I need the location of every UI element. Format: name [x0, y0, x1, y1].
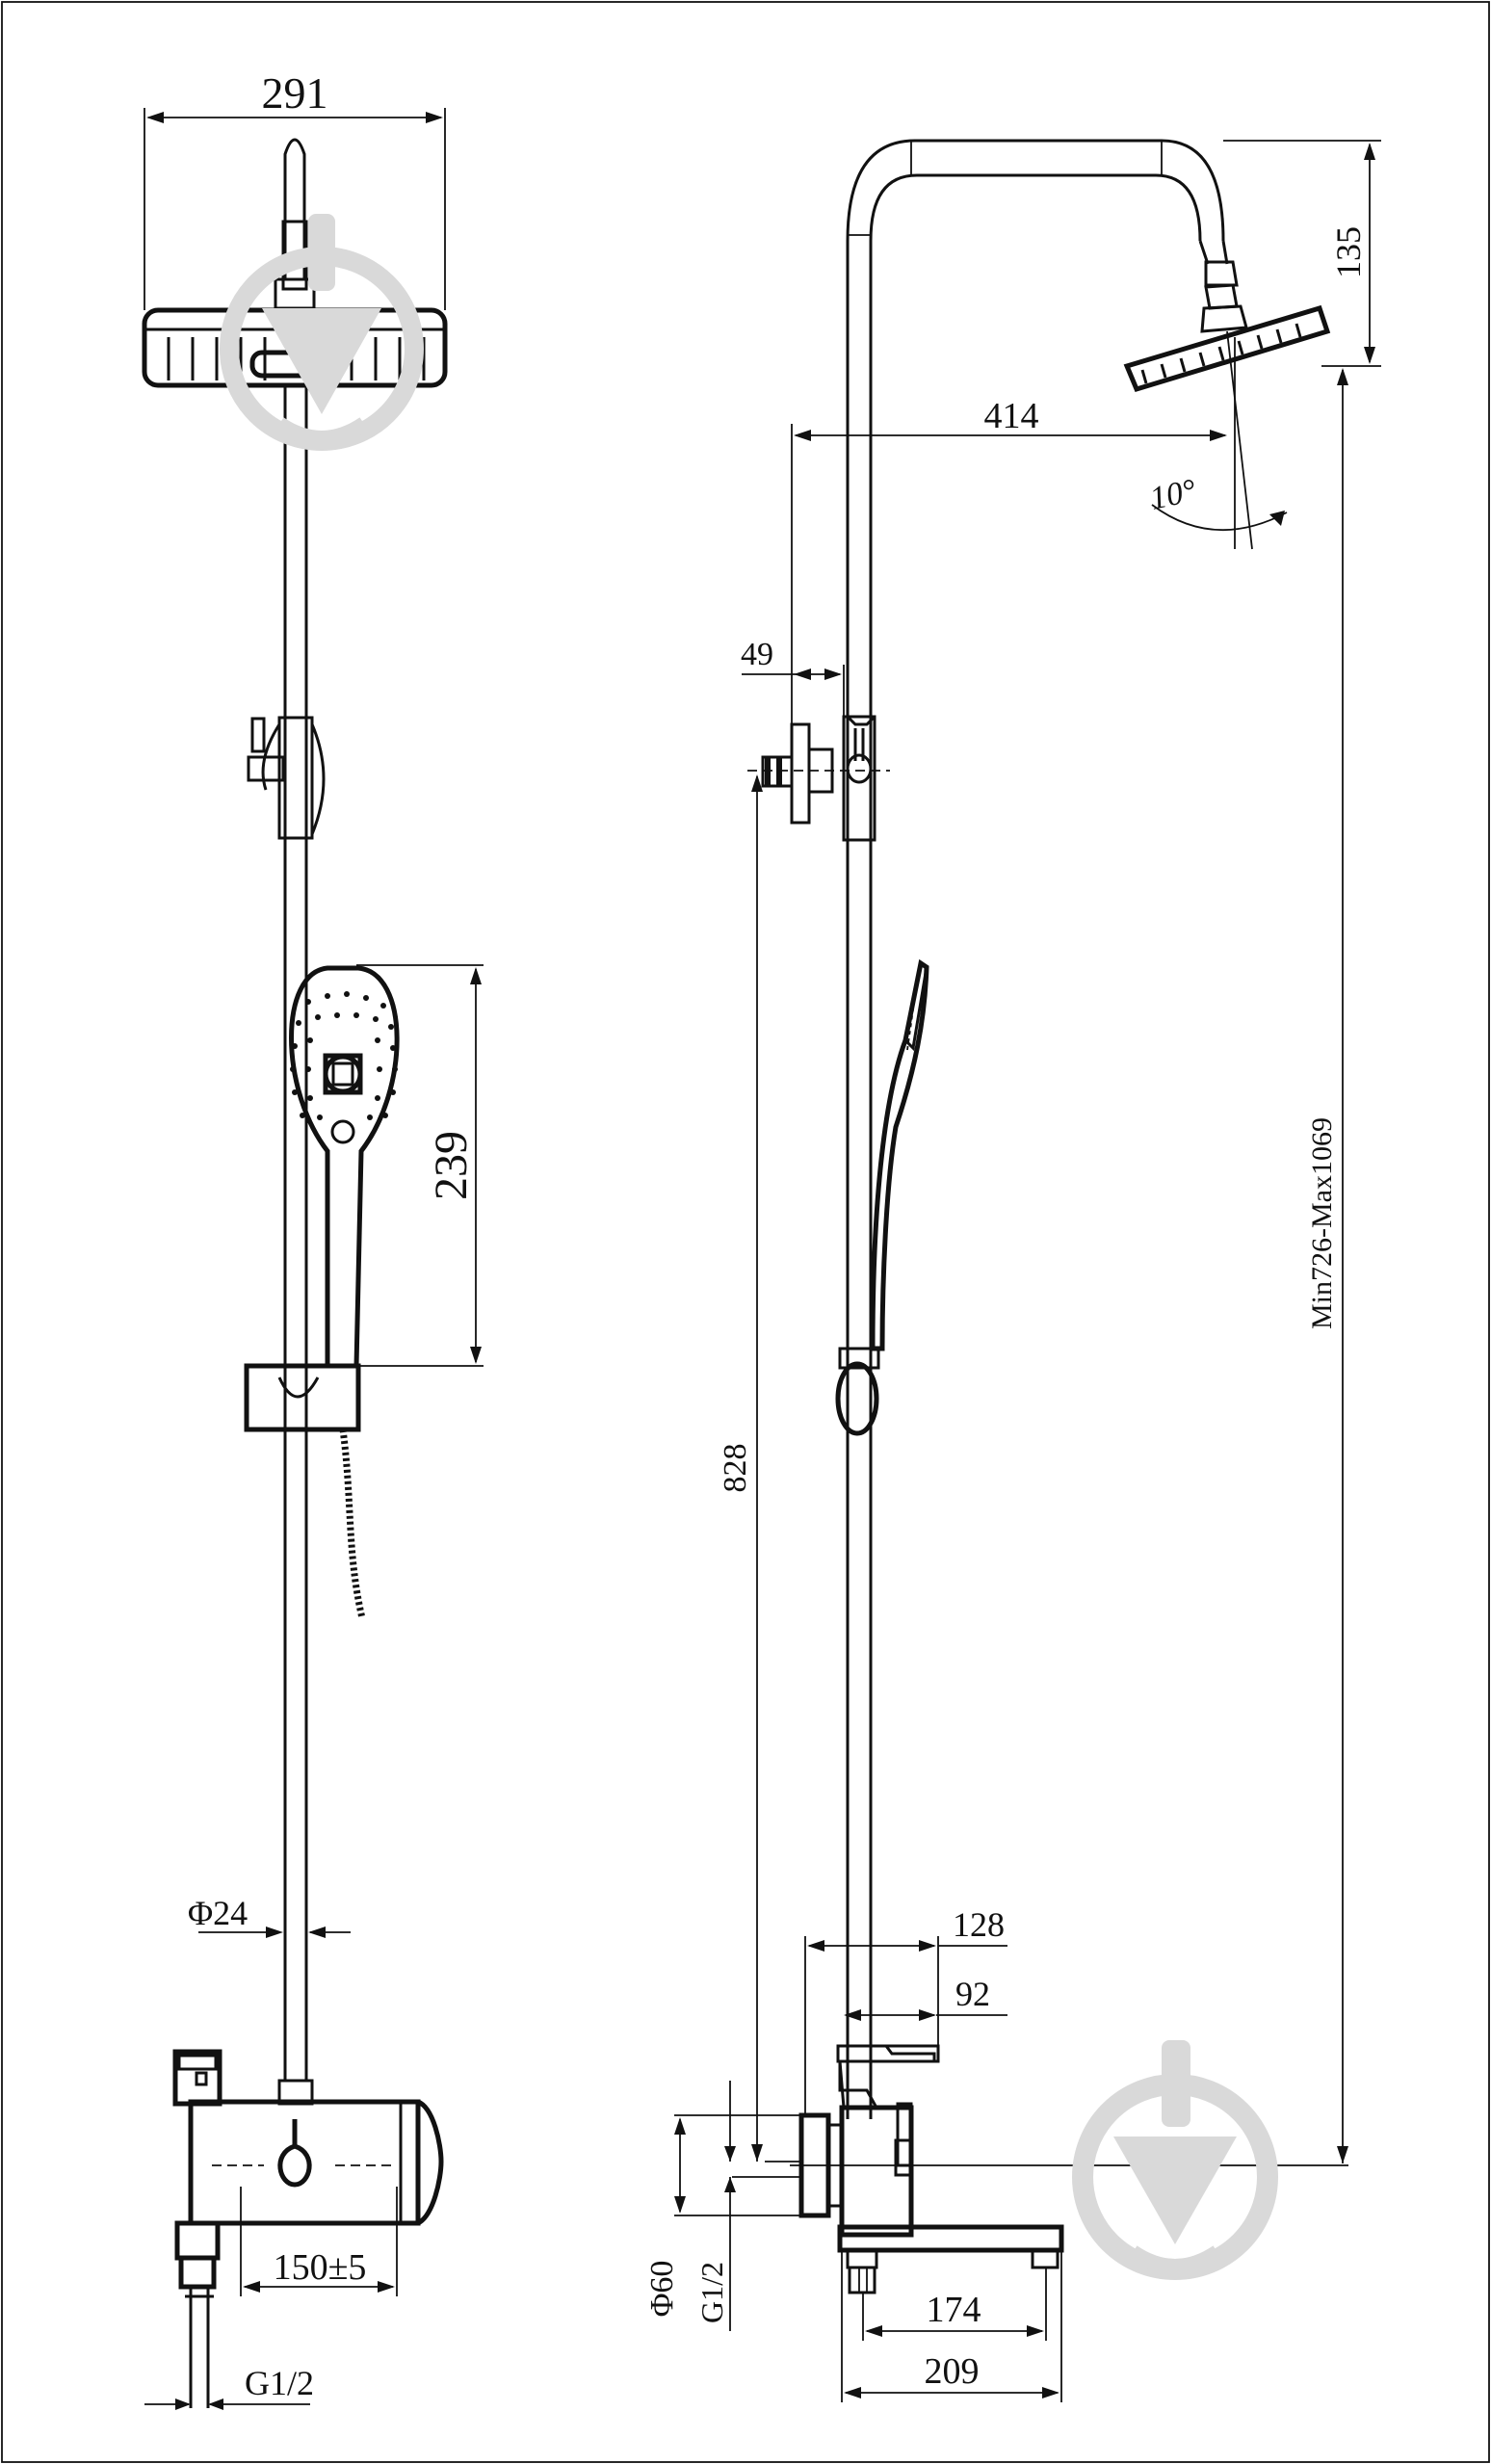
- dim-bracket-height: 828: [718, 1444, 753, 1493]
- front-top-pipe: [283, 138, 306, 279]
- dim-spout-209: 209: [925, 2351, 980, 2392]
- dim-head-width: 291: [262, 68, 328, 118]
- download-arrow-circle-icon: [1072, 2040, 1278, 2280]
- dim-center-distance: 150±5: [274, 2247, 367, 2288]
- dim-tilt-angle: 10°: [1147, 473, 1200, 517]
- dim-outlet-128: 128: [953, 1905, 1005, 1944]
- front-spray-dots: [290, 991, 398, 1120]
- dim-outlet-92: 92: [955, 1975, 990, 2013]
- dim-thread-front: G1/2: [245, 2364, 314, 2402]
- front-mixer-handle: [277, 2119, 312, 2188]
- dim-wall-offset: 49: [741, 637, 773, 672]
- side-view: [732, 139, 1348, 2294]
- dim-flange-diameter: Φ60: [644, 2261, 680, 2318]
- front-dimensions: 291 239 Φ24 150±5 G1/2: [144, 68, 484, 2410]
- front-shower-holder: [244, 1363, 361, 1432]
- side-shower-holder: [835, 1361, 879, 1436]
- dim-thread-side: G1/2: [694, 2262, 729, 2323]
- dim-head-height: 135: [1329, 226, 1368, 278]
- side-spout: [837, 2224, 1064, 2253]
- front-wall-bracket: [277, 716, 314, 840]
- side-mixer-body: [839, 2105, 914, 2238]
- front-mixer-body: [188, 2099, 421, 2226]
- front-diverter-knob: [172, 2049, 222, 2107]
- dim-arm-length: 414: [984, 396, 1039, 436]
- side-riser-outer: [846, 139, 1225, 2119]
- front-view: [142, 138, 448, 2408]
- side-riser-inner: [869, 173, 1202, 2119]
- dim-total-height: Min726-Max1069: [1306, 1117, 1338, 1329]
- side-wall-bracket: [842, 715, 876, 842]
- dim-spout-174: 174: [927, 2290, 981, 2330]
- dim-pipe-diameter: Φ24: [188, 1894, 248, 1932]
- side-dimensions: 135 414 10° 49 828 Min726-Max1069 128: [644, 140, 1381, 2402]
- side-rain-head: [1123, 304, 1331, 393]
- side-hand-shower: [870, 958, 929, 1351]
- dim-hand-shower-length: 239: [426, 1131, 477, 1200]
- watermark-top: [220, 214, 424, 451]
- front-hose: [339, 1429, 366, 1619]
